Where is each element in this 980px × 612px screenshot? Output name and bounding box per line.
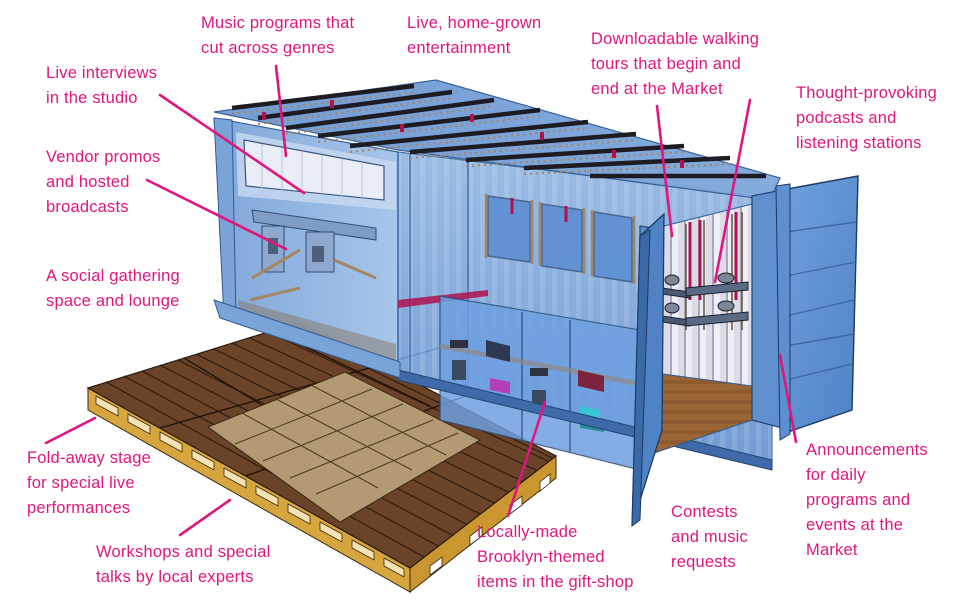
label-line: Thought-provoking <box>796 84 937 102</box>
label-line: Market <box>806 541 858 559</box>
label-line: and hosted <box>46 173 130 191</box>
label-music-programs: Music programs that cut across genres <box>201 11 354 61</box>
leader-lines <box>44 64 798 537</box>
label-line: Downloadable walking <box>591 30 760 48</box>
label-line: Music programs that <box>201 14 355 32</box>
label-line: Contests <box>671 503 738 521</box>
label-line: in the studio <box>46 89 138 107</box>
label-line: performances <box>27 499 131 517</box>
label-line: Live, home-grown <box>407 14 542 32</box>
label-line: events at the <box>806 516 904 534</box>
label-line: and music <box>671 528 749 546</box>
leader-announcements <box>778 353 798 444</box>
fold-away-stage-deck <box>86 321 558 594</box>
label-line: Brooklyn-themed <box>477 548 605 566</box>
label-line: space and lounge <box>46 292 180 310</box>
label-line: tours that begin and <box>591 55 741 73</box>
leader-live-interviews <box>158 93 306 195</box>
leader-fold-away-stage <box>44 416 97 445</box>
label-workshops: Workshops and special talks by local exp… <box>96 540 271 590</box>
label-line: Announcements <box>806 441 928 459</box>
label-podcasts: Thought-provoking podcasts and listening… <box>796 81 937 156</box>
listening-stations <box>661 272 749 327</box>
label-line: Live interviews <box>46 64 158 82</box>
label-line: for daily <box>806 466 866 484</box>
label-line: for special live <box>27 474 135 492</box>
label-line: requests <box>671 553 736 571</box>
label-downloadable-tours: Downloadable walking tours that begin an… <box>591 27 759 102</box>
shipping-container <box>213 79 859 528</box>
leader-music-programs <box>274 64 288 158</box>
label-social-space: A social gathering space and lounge <box>46 264 180 314</box>
label-fold-away-stage: Fold-away stage for special live perform… <box>27 446 151 521</box>
label-line: Locally-made <box>477 523 578 541</box>
label-live-home-grown: Live, home-grown entertainment <box>407 11 541 61</box>
leader-podcasts <box>713 98 752 284</box>
label-line: listening stations <box>796 134 922 152</box>
label-gift-shop: Locally-made Brooklyn-themed items in th… <box>477 520 634 595</box>
label-line: Vendor promos <box>46 148 161 166</box>
label-line: A social gathering <box>46 267 180 285</box>
label-line: Fold-away stage <box>27 449 152 467</box>
leader-gift-shop <box>506 400 547 518</box>
label-line: programs and <box>806 491 911 509</box>
label-line: Workshops and special <box>96 543 271 561</box>
leader-vendor-promos <box>145 178 288 251</box>
label-announcements: Announcements for daily programs and eve… <box>806 438 928 563</box>
leader-workshops <box>178 498 232 537</box>
label-line: cut across genres <box>201 39 335 57</box>
label-line: items in the gift-shop <box>477 573 634 591</box>
label-vendor-promos: Vendor promos and hosted broadcasts <box>46 145 161 220</box>
leader-downloadable-tours <box>655 104 674 238</box>
label-line: podcasts and <box>796 109 897 127</box>
label-line: end at the Market <box>591 80 723 98</box>
label-live-interviews: Live interviews in the studio <box>46 61 157 111</box>
label-line: entertainment <box>407 39 511 57</box>
label-line: talks by local experts <box>96 568 254 586</box>
label-line: broadcasts <box>46 198 129 216</box>
label-contests: Contests and music requests <box>671 500 748 575</box>
